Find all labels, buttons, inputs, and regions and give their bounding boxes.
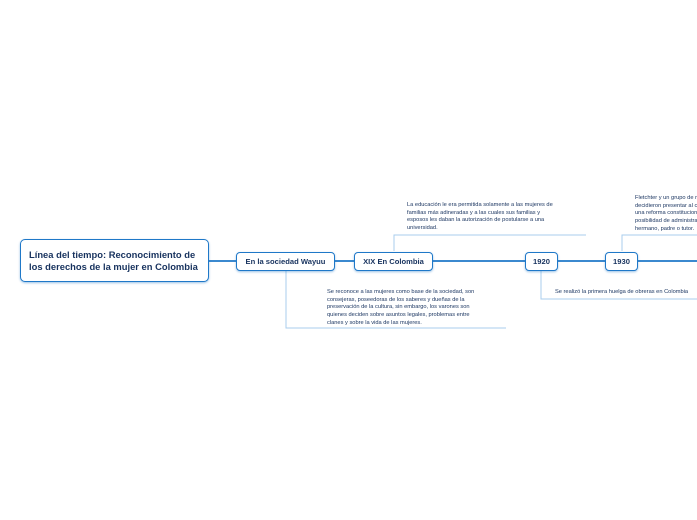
note-line: esposos les daban la autorización de pos… [407, 217, 545, 224]
note-line: Se reconoce a las mujeres como base de l… [327, 289, 475, 295]
note-line: preservación de la cultura, sin embargo,… [327, 304, 470, 311]
note-line: decidieron presentar al congreso [635, 202, 697, 209]
topic-sociedad-wayuu[interactable]: En la sociedad Wayuu [236, 252, 335, 271]
note-1920[interactable]: Se realizó la primera huelga de obreras … [555, 289, 697, 297]
topic-label: XIX En Colombia [363, 257, 424, 266]
note-xix[interactable]: La educación le era permitida solamente … [407, 202, 553, 233]
note-line: Fletchter y un grupo de mujeres [635, 195, 697, 201]
root-topic-label: Línea del tiempo: Reconocimiento de los … [29, 249, 198, 272]
note-line: quienes deciden sobre asuntos legales, p… [327, 312, 470, 319]
note-line: universidad. [407, 225, 438, 232]
note-line: una reforma constitucional sobre la [635, 210, 697, 217]
note-wayuu[interactable]: Se reconoce a las mujeres como base de l… [327, 289, 474, 328]
note-line: consejeras, poseedoras de los saberes y … [327, 296, 465, 303]
note-line: posibilidad de administrar sus bienes [635, 218, 697, 225]
topic-1930[interactable]: 1930 [605, 252, 638, 271]
note-line: hermano, padre o tutor. [635, 225, 695, 232]
note-line: La educación le era permitida solamente … [407, 202, 553, 208]
note-line: Se realizó la primera huelga de obreras … [555, 289, 689, 295]
note-1930[interactable]: Fletchter y un grupo de mujeres decidier… [635, 195, 697, 234]
topic-1920[interactable]: 1920 [525, 252, 558, 271]
note-line: familias más adineradas y a las cuales s… [407, 209, 541, 216]
topic-label: En la sociedad Wayuu [245, 257, 326, 266]
topic-label: 1930 [613, 257, 630, 266]
topic-xix-colombia[interactable]: XIX En Colombia [354, 252, 433, 271]
note-line: clanes y sobre la vida de las mujeres. [327, 319, 422, 326]
topic-label: 1920 [533, 257, 550, 266]
root-topic[interactable]: Línea del tiempo: Reconocimiento de los … [20, 239, 209, 282]
